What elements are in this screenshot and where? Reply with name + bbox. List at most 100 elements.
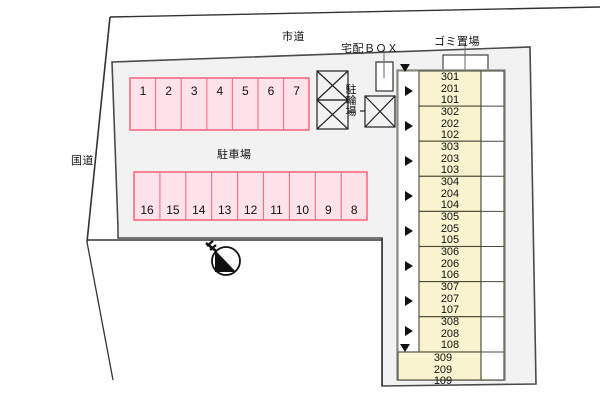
label-bicycle-parking-char: 輪 xyxy=(345,94,357,107)
national-road-boundary-upper xyxy=(86,16,111,243)
parking-stall-number[interactable]: 10 xyxy=(295,203,310,217)
parking-stall-number[interactable]: 16 xyxy=(140,203,154,217)
unit-number-floor3: 307 xyxy=(440,281,460,293)
parking-stall-number[interactable]: 5 xyxy=(242,84,249,98)
label-parking-lot: 駐車場 xyxy=(217,148,252,161)
parking-stall-number[interactable]: 15 xyxy=(166,203,180,217)
unit-block xyxy=(397,351,482,381)
unit-number-floor2: 205 xyxy=(440,222,460,235)
unit-number-floor1: 107 xyxy=(440,304,460,316)
city-road-boundary-line xyxy=(109,6,600,18)
unit-number-stack[interactable]: 305 205 105 xyxy=(419,211,481,247)
entrance-arrow-right-icon xyxy=(405,191,413,201)
unit-number-floor3: 301 xyxy=(440,71,460,83)
label-national-road: 国道 xyxy=(71,154,94,167)
unit-block xyxy=(418,140,482,177)
unit-block xyxy=(418,175,482,212)
unit-number-stack[interactable]: 309 209 109 xyxy=(405,352,481,388)
unit-number-stack[interactable]: 303 203 103 xyxy=(419,141,481,177)
parking-stall-number[interactable]: 4 xyxy=(216,84,224,98)
label-bicycle-parking: 駐 輪 場 xyxy=(345,84,357,117)
unit-number-floor3: 309 xyxy=(433,352,453,364)
parking-stall-number[interactable]: 8 xyxy=(350,203,358,217)
unit-number-floor1: 109 xyxy=(433,375,453,387)
unit-number-floor3: 303 xyxy=(440,141,460,153)
bicycle-bay xyxy=(316,99,349,130)
entrance-arrow-right-icon xyxy=(405,86,413,96)
balcony-outline xyxy=(480,70,505,381)
parking-row-bottom xyxy=(133,171,368,221)
unit-number-floor1: 103 xyxy=(440,164,460,176)
delivery-box-symbol xyxy=(375,50,394,92)
unit-number-stack[interactable]: 308 208 108 xyxy=(419,316,481,352)
unit-number-stack[interactable]: 307 207 107 xyxy=(419,281,481,317)
unit-block xyxy=(418,316,482,353)
parking-row-bottom-outline xyxy=(133,171,368,221)
label-garbage-area: ゴミ置場 xyxy=(434,35,480,48)
entrance-arrow-right-icon xyxy=(405,226,413,236)
label-city-road: 市道 xyxy=(282,30,305,43)
unit-number-floor1: 108 xyxy=(440,339,460,351)
parking-stall-number[interactable]: 11 xyxy=(270,203,283,217)
unit-number-floor2: 207 xyxy=(440,292,460,305)
unit-number-floor1: 105 xyxy=(440,234,460,246)
compass-barb xyxy=(206,240,214,247)
parking-stall-number[interactable]: 12 xyxy=(243,203,258,217)
parking-row-top xyxy=(129,77,310,131)
unit-number-floor1: 101 xyxy=(440,94,460,106)
unit-number-stack[interactable]: 306 206 106 xyxy=(419,246,481,282)
unit-number-floor1: 102 xyxy=(440,129,460,141)
unit-number-floor3: 304 xyxy=(440,176,460,188)
bicycle-parking-area xyxy=(316,70,396,130)
parking-stall-number[interactable]: 9 xyxy=(324,203,332,217)
approach-area xyxy=(87,240,382,386)
corridor-arrows xyxy=(400,64,413,352)
unit-number-floor3: 308 xyxy=(440,316,460,328)
parking-stall-number[interactable]: 2 xyxy=(165,84,172,98)
unit-number-floor2: 209 xyxy=(433,363,453,376)
parking-stall-number[interactable]: 13 xyxy=(218,203,232,217)
balcony-column xyxy=(480,70,505,381)
parking-stall-number[interactable]: 7 xyxy=(293,84,300,98)
unit-number-floor3: 302 xyxy=(440,106,460,118)
bicycle-bay-cross xyxy=(364,95,396,128)
parking-stall-number[interactable]: 14 xyxy=(192,203,206,217)
entrance-arrow-right-icon xyxy=(405,261,413,271)
label-delivery-box: 宅配ＢＯＸ xyxy=(341,42,399,55)
parking-stall-number[interactable]: 1 xyxy=(139,84,147,98)
unit-number-floor2: 202 xyxy=(440,117,460,130)
corridor-arrow-down-icon xyxy=(400,344,410,352)
entrance-arrow-right-icon xyxy=(405,296,413,306)
entrance-arrow-right-icon xyxy=(405,326,413,336)
unit-number-floor2: 206 xyxy=(440,257,460,270)
unit-number-stack[interactable]: 301 201 101 xyxy=(419,71,481,107)
unit-number-floor3: 305 xyxy=(440,211,460,223)
compass-barb xyxy=(209,244,217,251)
unit-number-floor2: 203 xyxy=(440,152,460,165)
unit-number-floor1: 106 xyxy=(440,269,460,281)
unit-number-floor2: 204 xyxy=(440,187,460,200)
parking-row-top-outline xyxy=(129,77,310,131)
parking-stall-number[interactable]: 6 xyxy=(267,84,275,98)
unit-number-stack[interactable]: 302 202 102 xyxy=(419,106,481,142)
parking-stall-number[interactable]: 3 xyxy=(190,84,198,98)
compass-needle xyxy=(215,250,236,272)
unit-block xyxy=(418,245,482,283)
national-road-boundary-lower xyxy=(86,241,114,381)
entrance-arrow-right-icon xyxy=(405,156,413,166)
building-corridor xyxy=(397,70,420,353)
north-arrow-icon xyxy=(205,240,241,276)
unit-blocks xyxy=(397,70,482,381)
unit-number-stack[interactable]: 304 204 104 xyxy=(419,176,481,212)
bicycle-bay-cross xyxy=(316,99,349,130)
corridor-arrow-down-icon xyxy=(400,64,410,72)
unit-number-floor2: 208 xyxy=(440,327,460,340)
bicycle-bay-cross xyxy=(316,70,349,101)
label-bicycle-parking-char: 場 xyxy=(345,105,357,118)
label-bicycle-parking-char: 駐 xyxy=(345,83,357,96)
unit-number-floor1: 104 xyxy=(440,199,460,211)
unit-number-floor3: 306 xyxy=(440,246,460,258)
unit-number-floor2: 201 xyxy=(440,82,460,95)
unit-block xyxy=(418,70,482,107)
